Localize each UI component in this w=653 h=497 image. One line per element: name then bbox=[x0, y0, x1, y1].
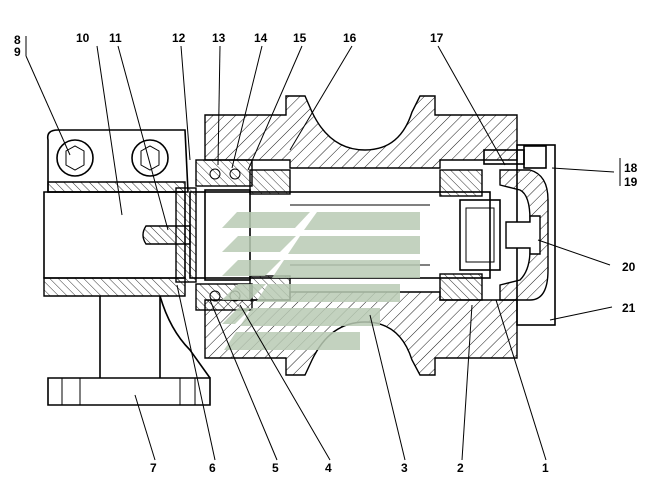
callout-20: 20 bbox=[622, 260, 636, 274]
callout-13: 13 bbox=[212, 31, 226, 45]
collar bbox=[175, 187, 197, 283]
callout-9: 9 bbox=[14, 45, 21, 59]
callout-12: 12 bbox=[172, 31, 186, 45]
callout-4: 4 bbox=[325, 461, 332, 475]
callout-7: 7 bbox=[150, 461, 157, 475]
callout-8: 8 bbox=[14, 33, 21, 47]
callout-17: 17 bbox=[430, 31, 444, 45]
callout-11: 11 bbox=[109, 31, 122, 45]
callout-18: 18 bbox=[624, 161, 638, 175]
callout-2: 2 bbox=[457, 461, 464, 475]
callout-3: 3 bbox=[401, 461, 408, 475]
hex-bolt-icon bbox=[56, 139, 94, 177]
leader-lines bbox=[25, 36, 621, 461]
bearing-right bbox=[439, 169, 501, 301]
callout-5: 5 bbox=[272, 461, 279, 475]
callout-16: 16 bbox=[343, 31, 357, 45]
stripes-logo bbox=[222, 212, 420, 350]
callout-1: 1 bbox=[542, 461, 549, 475]
bearing-left bbox=[204, 169, 291, 301]
callout-19: 19 bbox=[624, 175, 638, 189]
bracket bbox=[43, 129, 211, 406]
hex-bolt-icon bbox=[131, 139, 169, 177]
callout-15: 15 bbox=[293, 31, 307, 45]
callout-14: 14 bbox=[254, 31, 268, 45]
callout-10: 10 bbox=[76, 31, 90, 45]
plug bbox=[505, 215, 541, 255]
callout-21: 21 bbox=[622, 301, 636, 315]
callout-6: 6 bbox=[209, 461, 216, 475]
